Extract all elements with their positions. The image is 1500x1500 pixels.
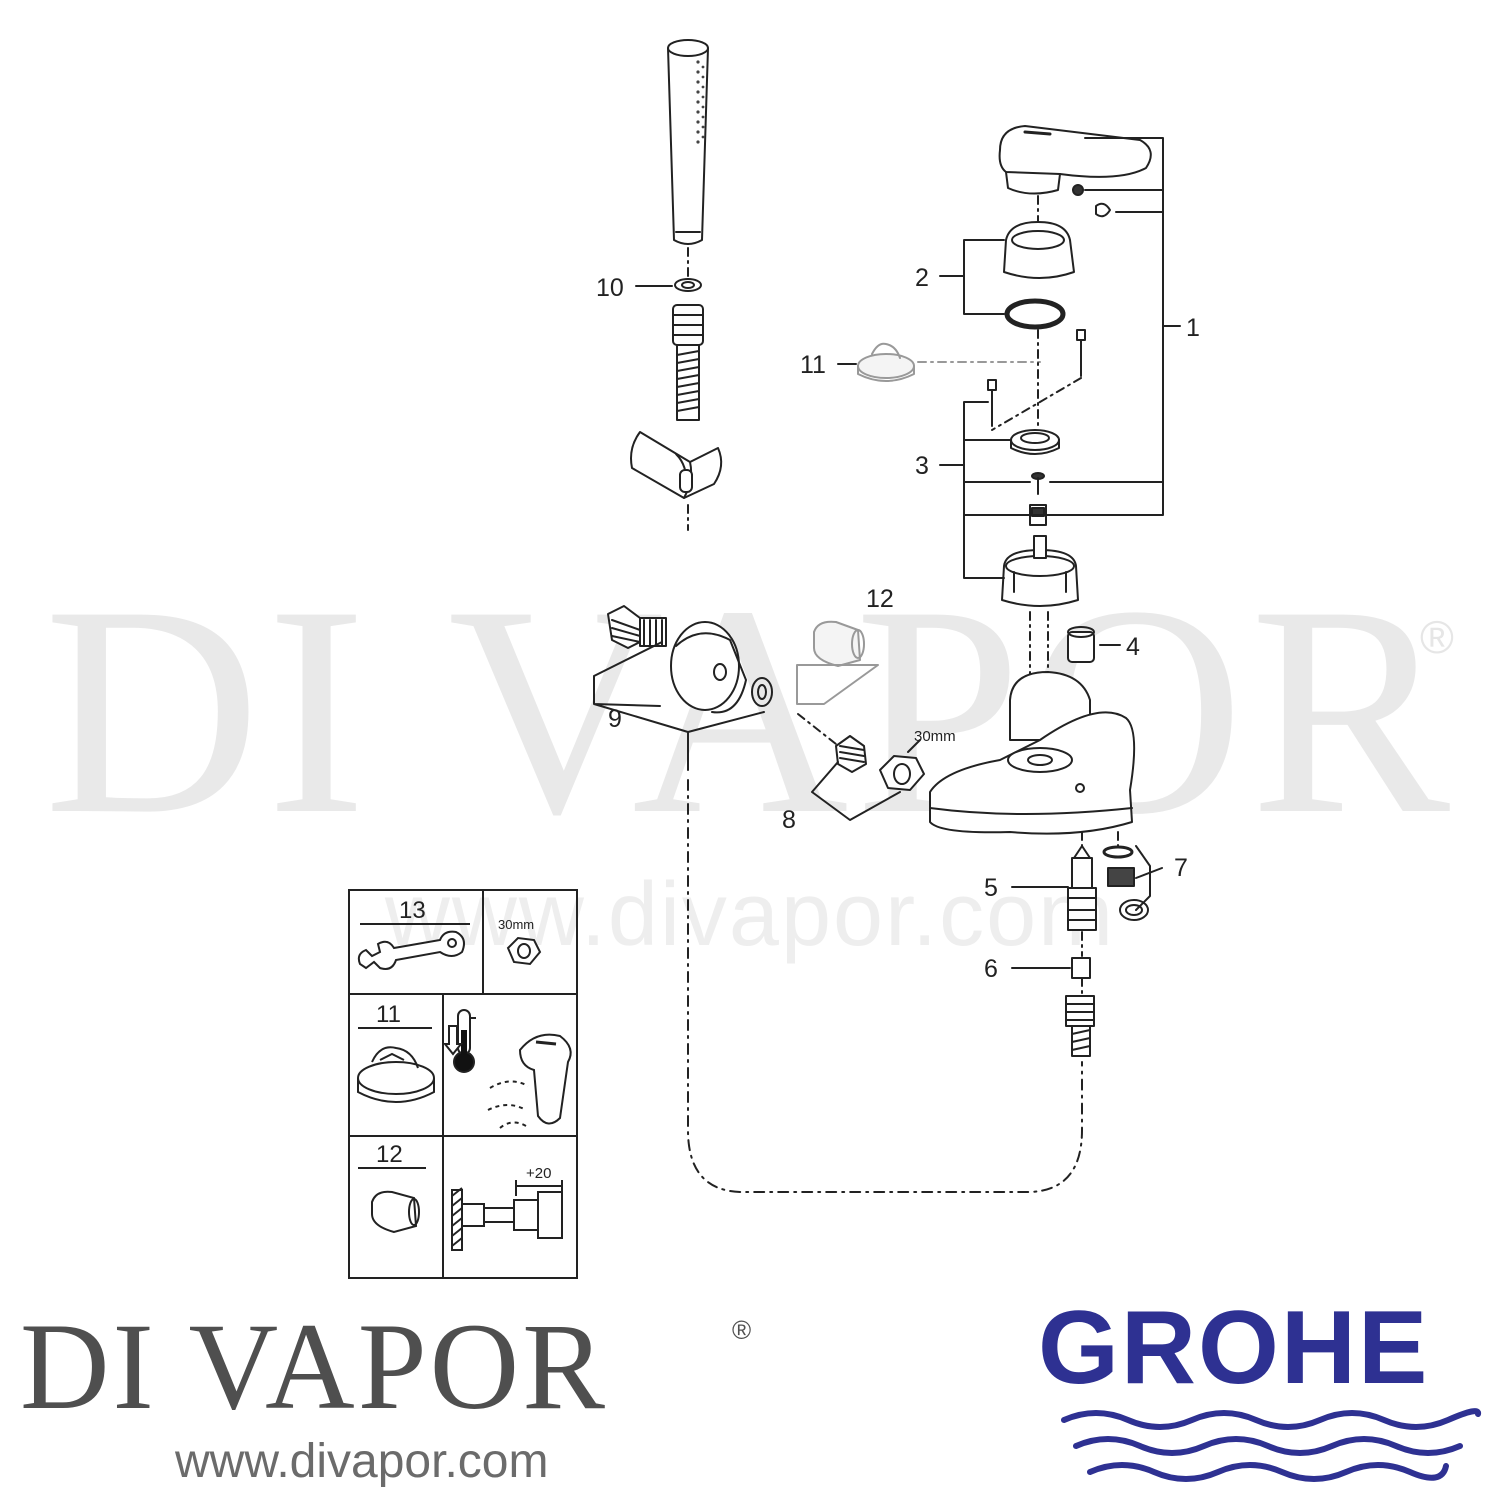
diverter-cartridge (1067, 845, 1097, 931)
accessory-legend (348, 889, 578, 1279)
rosette-washer (751, 677, 773, 707)
hose-route (687, 779, 1083, 1193)
label-nut-size: 30mm (914, 728, 956, 745)
aerator (1102, 845, 1149, 921)
divapor-logo: DI VAPOR (20, 1298, 608, 1435)
legend-12: 12 (376, 1141, 403, 1168)
nipple-adapter (607, 605, 667, 649)
label-7: 7 (1174, 854, 1188, 882)
mounting-screws (987, 329, 1086, 427)
cartridge (1001, 535, 1079, 607)
label-6: 6 (984, 955, 998, 983)
extension-piece (813, 620, 865, 667)
shower-hose (672, 304, 704, 421)
part-number-labels: 1 2 3 4 5 6 7 8 9 10 11 12 30mm (596, 264, 1200, 983)
lever-icon (487, 1033, 572, 1129)
legend-nut-size: 30mm (498, 917, 534, 932)
hose-connector (1065, 995, 1095, 1057)
divapor-url: www.divapor.com (175, 1435, 549, 1488)
thermometer-icon (442, 1009, 476, 1073)
shower-washer (674, 278, 702, 292)
watermark-registered-mark: ® (1420, 611, 1454, 663)
watermark-url: www.divapor.com (384, 865, 1116, 965)
eccentric-nipple (835, 735, 867, 773)
retaining-ring (1010, 429, 1060, 455)
bracket-3 (939, 401, 1031, 579)
part-6 (1071, 957, 1091, 979)
label-2: 2 (915, 264, 929, 292)
extension-icon (371, 1190, 420, 1234)
label-3: 3 (915, 452, 929, 480)
grohe-logo: GROHE (1038, 1290, 1430, 1406)
hand-shower (667, 39, 709, 245)
label-5: 5 (984, 874, 998, 902)
handle-screw (1072, 184, 1111, 218)
watermark-brand: DI VAPOR (43, 544, 1457, 876)
leader-lines (635, 285, 1121, 969)
hex-nut (879, 755, 925, 791)
legend-labels: 13 30mm 11 12 +20 (376, 897, 551, 1182)
cover-cap (1003, 221, 1075, 279)
wall-rosette (670, 621, 747, 714)
divapor-registered-mark: ® (732, 1315, 752, 1345)
label-8: 8 (782, 806, 796, 834)
legend-11: 11 (376, 1001, 401, 1028)
label-12: 12 (866, 585, 894, 613)
grohe-waves (1061, 1408, 1482, 1482)
lever-handle (998, 125, 1152, 195)
nut-icon (506, 936, 542, 966)
label-1: 1 (1186, 314, 1200, 342)
o-ring (1004, 298, 1066, 330)
wrench-icon (357, 930, 465, 970)
bracket-1 (963, 137, 1181, 516)
label-10: 10 (596, 274, 624, 302)
label-4: 4 (1126, 633, 1140, 661)
bracket-2 (939, 239, 1005, 315)
legend-extension-dimension: +20 (526, 1165, 551, 1182)
limiter-icon (357, 1046, 435, 1103)
shower-holder (630, 431, 723, 499)
mixer-body (929, 671, 1136, 835)
small-screw (1031, 472, 1045, 495)
label-9: 9 (608, 705, 622, 733)
label-11: 11 (800, 351, 826, 379)
wall-extension-icon (451, 1180, 563, 1251)
temperature-limiter (857, 342, 915, 382)
cap-4 (1067, 626, 1095, 663)
legend-13: 13 (399, 897, 426, 924)
